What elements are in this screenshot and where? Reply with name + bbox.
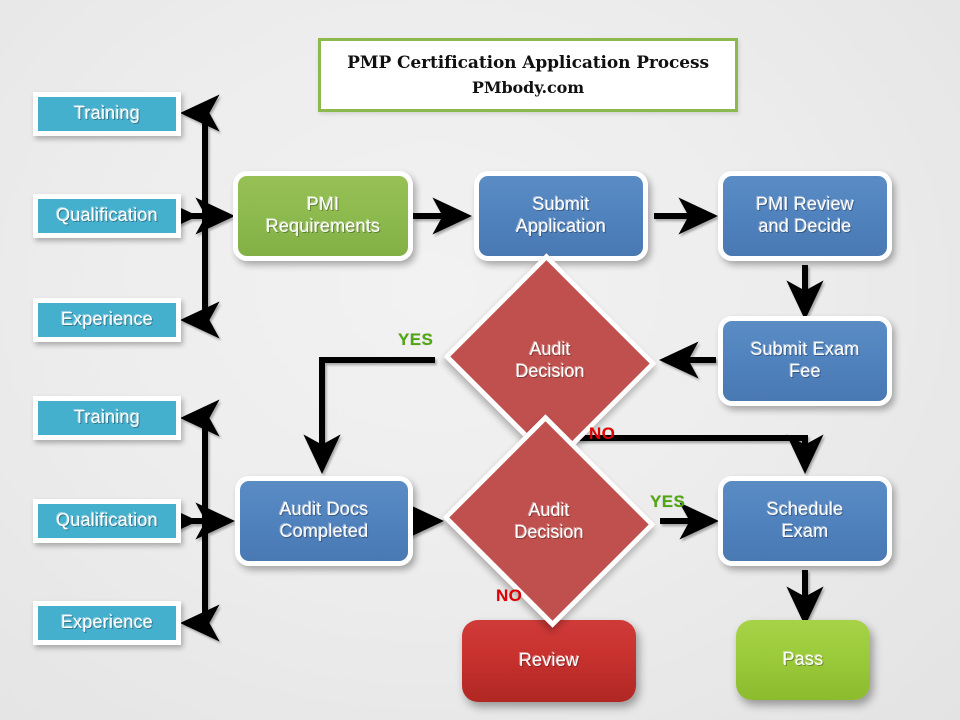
- rail-box-qualification-bottom[interactable]: Qualification: [33, 499, 181, 543]
- audit-decision-1-line2: Decision: [515, 361, 585, 381]
- audit-decision-2-label: Audit Decision: [471, 448, 627, 594]
- rail-box-experience-top[interactable]: Experience: [33, 298, 181, 342]
- node-submit-exam-fee[interactable]: Submit Exam Fee: [718, 316, 892, 406]
- node-pmi-requirements-line2: Requirements: [265, 216, 381, 236]
- node-pmi-review-and-decide[interactable]: PMI Review and Decide: [718, 171, 892, 261]
- rail-box-qualification-top[interactable]: Qualification: [33, 194, 181, 238]
- node-pmi-requirements-line1: PMI: [306, 194, 340, 215]
- page-title: PMP Certification Application Process PM…: [318, 38, 738, 112]
- node-review[interactable]: Review: [462, 620, 636, 702]
- node-schedule-exam-line1: Schedule: [766, 499, 844, 520]
- node-schedule-exam[interactable]: Schedule Exam: [718, 476, 892, 566]
- node-pmi-review-line1: PMI Review: [755, 194, 855, 215]
- node-audit-docs-line1: Audit Docs: [279, 499, 369, 520]
- edge-label-no-audit1: NO: [589, 424, 616, 443]
- rail-box-training-top[interactable]: Training: [33, 92, 181, 136]
- node-submit-exam-fee-line1: Submit Exam: [750, 339, 860, 360]
- node-submit-exam-fee-line2: Fee: [789, 361, 821, 381]
- title-line-1: PMP Certification Application Process: [347, 53, 709, 74]
- edge-label-yes-audit1: YES: [398, 330, 434, 349]
- wire-audit1-yes-to-auditdocs: [303, 357, 435, 475]
- audit-decision-1-label: Audit Decision: [472, 287, 628, 433]
- node-submit-application[interactable]: Submit Application: [474, 171, 648, 261]
- title-line-2: PMbody.com: [471, 77, 585, 97]
- node-audit-decision-1[interactable]: Audit Decision: [443, 253, 657, 467]
- rail-box-experience-bottom[interactable]: Experience: [33, 601, 181, 645]
- node-pmi-requirements[interactable]: PMI Requirements: [233, 171, 413, 261]
- node-pmi-review-line2: and Decide: [758, 216, 852, 236]
- node-pass[interactable]: Pass: [736, 620, 870, 700]
- node-submit-application-line2: Application: [515, 216, 607, 236]
- node-submit-application-line1: Submit: [532, 194, 590, 215]
- edge-label-no-audit2: NO: [496, 586, 523, 605]
- node-audit-docs-line2: Completed: [279, 521, 369, 541]
- audit-decision-2-line2: Decision: [514, 522, 584, 542]
- rail-box-training-bottom[interactable]: Training: [33, 396, 181, 440]
- node-audit-decision-2[interactable]: Audit Decision: [442, 414, 656, 628]
- node-audit-docs-completed[interactable]: Audit Docs Completed: [235, 476, 413, 566]
- audit-decision-1-line1: Audit: [529, 338, 571, 359]
- edge-label-yes-audit2: YES: [650, 492, 686, 511]
- audit-decision-2-line1: Audit: [528, 499, 570, 520]
- node-schedule-exam-line2: Exam: [781, 521, 829, 541]
